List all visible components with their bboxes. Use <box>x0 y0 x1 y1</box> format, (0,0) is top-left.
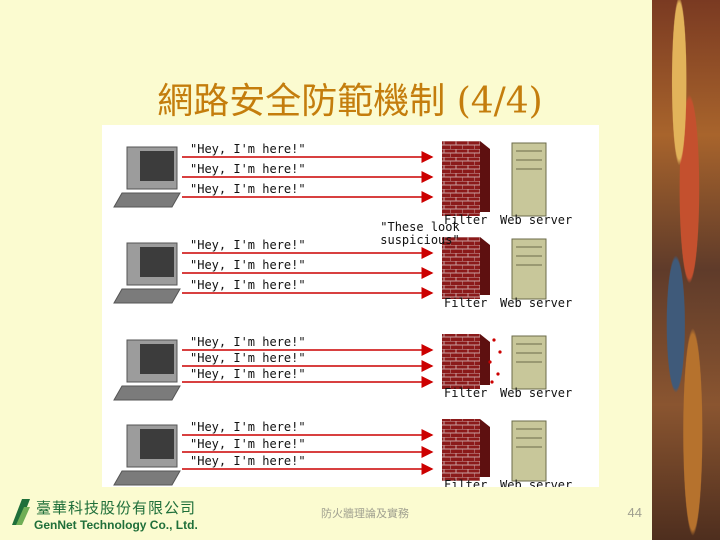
keyboard-icon <box>114 193 180 207</box>
company-name-english: GenNet Technology Co., Ltd. <box>34 518 198 532</box>
firewall-diagram: "Hey, I'm here!" "Hey, I'm here!" "Hey, I'… <box>102 125 599 487</box>
message-text: "Hey, I'm here!" <box>190 278 306 292</box>
web-server-label: Web server <box>500 386 572 400</box>
firewall-side <box>480 419 490 477</box>
firewall-side <box>480 141 490 212</box>
web-server-icon <box>512 143 546 216</box>
message-text: "Hey, I'm here!" <box>190 351 306 365</box>
keyboard-icon <box>114 289 180 303</box>
message-text: "Hey, I'm here!" <box>190 142 306 156</box>
slide-title: 網路安全防範機制 (4/4) <box>0 72 700 124</box>
message-text: "Hey, I'm here!" <box>190 420 306 434</box>
web-server-label: Web server <box>500 478 572 487</box>
web-server-label: Web server <box>500 213 572 227</box>
dropped-packet-spark <box>492 338 495 341</box>
message-text: "Hey, I'm here!" <box>190 162 306 176</box>
firewall-side <box>480 237 490 295</box>
page-number: 44 <box>612 505 642 520</box>
message-text: "Hey, I'm here!" <box>190 335 306 349</box>
computer-screen <box>140 429 174 459</box>
suspicious-speech-bubble: "These look suspicious" <box>370 221 470 247</box>
message-text: "Hey, I'm here!" <box>190 437 306 451</box>
message-text: "Hey, I'm here!" <box>190 454 306 468</box>
filter-label: Filter <box>444 296 487 310</box>
filter-label: Filter <box>444 386 487 400</box>
computer-screen <box>140 344 174 374</box>
dropped-packet-spark <box>496 372 499 375</box>
message-text: "Hey, I'm here!" <box>190 238 306 252</box>
firewall-side <box>480 334 490 385</box>
company-name-chinese: 臺華科技股份有限公司 <box>36 497 196 518</box>
footer-course-title: 防火牆理論及實務 <box>300 505 430 521</box>
web-server-icon <box>512 421 546 481</box>
bubble-line-2: suspicious" <box>370 234 470 247</box>
web-server-icon <box>512 239 546 299</box>
keyboard-icon <box>114 471 180 485</box>
web-server-label: Web server <box>500 296 572 310</box>
company-logo-icon <box>10 497 32 527</box>
message-text: "Hey, I'm here!" <box>190 367 306 381</box>
message-text: "Hey, I'm here!" <box>190 182 306 196</box>
dropped-packet-spark <box>498 350 501 353</box>
firewall-icon <box>442 141 480 216</box>
message-text: "Hey, I'm here!" <box>190 258 306 272</box>
dropped-packet-spark <box>490 380 493 383</box>
firewall-icon <box>442 419 480 481</box>
computer-screen <box>140 151 174 181</box>
diagram-canvas: "Hey, I'm here!" "Hey, I'm here!" "Hey, I'… <box>102 125 599 487</box>
filter-label: Filter <box>444 478 487 487</box>
dropped-packet-spark <box>488 360 491 363</box>
keyboard-icon <box>114 386 180 400</box>
computer-screen <box>140 247 174 277</box>
firewall-icon <box>442 334 480 389</box>
